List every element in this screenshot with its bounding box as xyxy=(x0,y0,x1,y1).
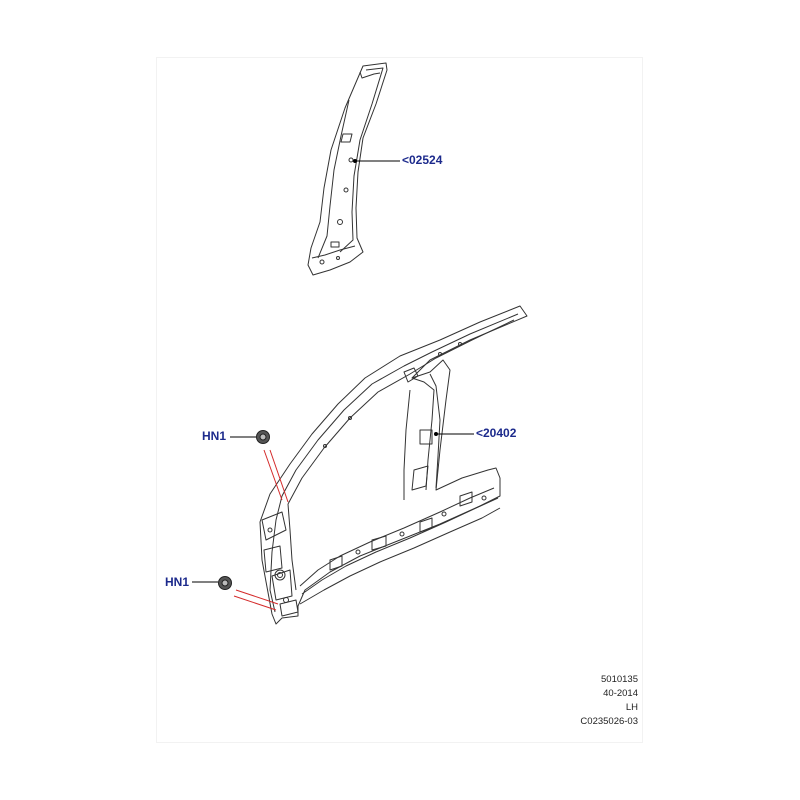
leader-lines xyxy=(192,159,474,583)
callout-part-upper: <02524 xyxy=(402,153,443,167)
fastener-upper-icon xyxy=(256,430,270,444)
upper-pillar-part xyxy=(307,62,388,276)
reference-line-2: 40-2014 xyxy=(603,688,638,699)
callout-fastener-lower: HN1 xyxy=(165,575,190,589)
reference-line-3: LH xyxy=(625,702,638,713)
highlight-lines xyxy=(233,449,289,611)
reference-block: 5010135 40-2014 LH C0235026-03 xyxy=(560,673,638,729)
lower-body-side-part xyxy=(259,305,528,625)
reference-line-1: 5010135 xyxy=(601,674,638,685)
reference-line-4: C0235026-03 xyxy=(580,716,638,727)
callout-fastener-upper: HN1 xyxy=(202,429,227,443)
callout-part-lower: <20402 xyxy=(476,426,517,440)
fastener-lower-icon xyxy=(218,576,232,590)
